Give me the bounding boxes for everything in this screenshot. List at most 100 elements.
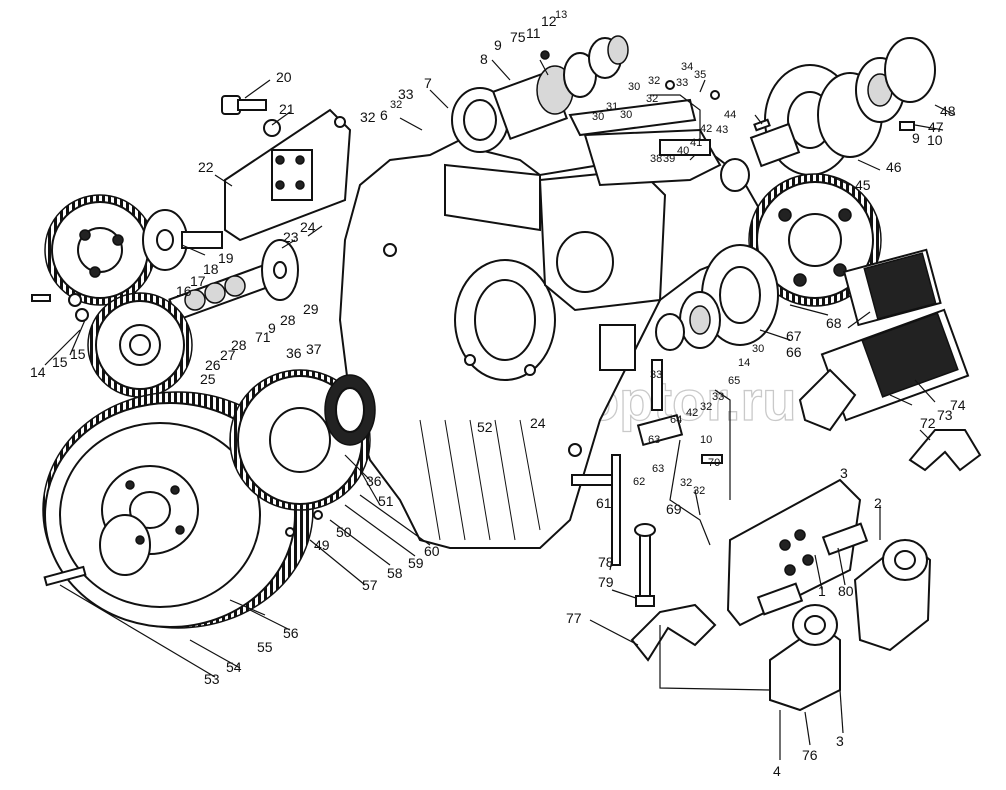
control-linkage — [571, 359, 723, 566]
input-bearing-stack — [451, 35, 629, 153]
callout-15b: 15 — [70, 346, 86, 362]
callout-27: 27 — [220, 347, 236, 363]
callout-64: 64 — [670, 414, 682, 426]
leader-lines — [44, 59, 956, 760]
callout-23: 23 — [283, 229, 299, 245]
main-housing — [338, 128, 762, 549]
callout-66: 66 — [786, 344, 802, 360]
bracket-plate — [224, 108, 352, 242]
callout-2: 2 — [874, 495, 882, 511]
callout-49: 49 — [314, 537, 330, 553]
callout-17: 17 — [190, 273, 206, 289]
callout-54: 54 — [226, 659, 242, 675]
shaft-with-bearings — [168, 239, 299, 322]
callout-25: 25 — [200, 371, 216, 387]
callout-28a: 28 — [280, 312, 296, 328]
callout-67: 67 — [786, 328, 802, 344]
callout-73: 73 — [937, 407, 953, 423]
callout-56: 56 — [283, 625, 299, 641]
callout-7: 7 — [424, 75, 432, 91]
callout-28b: 28 — [231, 337, 247, 353]
callout-65: 65 — [728, 375, 740, 387]
callout-36a: 36 — [286, 345, 302, 361]
callout-59: 59 — [408, 555, 424, 571]
callout-32g: 32 — [693, 485, 705, 497]
callout-9b: 9 — [494, 37, 502, 53]
callout-32c: 32 — [648, 75, 660, 87]
bolts-left — [31, 293, 89, 322]
callout-34: 34 — [681, 61, 693, 73]
callout-11: 11 — [526, 25, 541, 41]
callout-30c: 30 — [620, 109, 632, 121]
callout-30a: 30 — [628, 81, 640, 93]
callout-30b: 30 — [592, 111, 604, 123]
callout-33a: 33 — [398, 86, 414, 102]
callout-19: 19 — [218, 250, 234, 266]
bolt-and-washer — [221, 95, 281, 137]
callout-9a: 9 — [268, 320, 276, 336]
callout-24: 24 — [300, 219, 316, 235]
callout-76: 76 — [802, 747, 818, 763]
callout-70: 70 — [708, 457, 720, 469]
callout-37: 37 — [306, 341, 322, 357]
callout-12: 12 — [541, 13, 557, 29]
callout-80: 80 — [838, 583, 854, 599]
callout-22: 22 — [198, 159, 214, 175]
callout-32a: 32 — [390, 99, 402, 111]
callout-3-top: 3 — [840, 465, 848, 481]
callout-45: 45 — [855, 177, 871, 193]
callout-32b: 32 — [360, 109, 376, 125]
clamp-upper — [908, 429, 982, 472]
callout-78: 78 — [598, 554, 614, 570]
callout-8: 8 — [480, 51, 488, 67]
callout-72a: 72 — [920, 415, 936, 431]
clamp-lower — [630, 603, 717, 662]
callout-14b: 14 — [738, 357, 750, 369]
callout-4: 4 — [773, 763, 781, 779]
callout-47: 47 — [928, 119, 944, 135]
hub-shaft — [142, 209, 223, 271]
callout-16: 16 — [176, 283, 192, 299]
callout-29: 29 — [303, 301, 319, 317]
callout-41: 41 — [690, 137, 702, 149]
callout-10b: 10 — [700, 434, 712, 446]
callout-52: 52 — [477, 419, 493, 435]
callout-3: 3 — [836, 733, 844, 749]
callout-43: 43 — [716, 124, 728, 136]
callout-57: 57 — [362, 577, 378, 593]
callout-21: 21 — [279, 101, 295, 117]
long-bolt — [634, 523, 656, 607]
engine-mount-bracket — [726, 478, 932, 712]
callout-61: 61 — [596, 495, 612, 511]
callout-36b: 36 — [366, 473, 382, 489]
callout-63a: 63 — [648, 434, 660, 446]
callout-33c: 33 — [650, 369, 662, 381]
callout-32d: 32 — [646, 93, 658, 105]
callout-77: 77 — [566, 610, 582, 626]
callout-32f: 32 — [680, 477, 692, 489]
callout-9c: 9 — [912, 130, 920, 146]
callout-33b: 33 — [676, 77, 688, 89]
callout-42b: 42 — [686, 407, 698, 419]
callout-68: 68 — [826, 315, 842, 331]
clutch-assembly — [229, 369, 376, 537]
callout-26: 26 — [205, 357, 221, 373]
callout-48: 48 — [940, 103, 956, 119]
callout-1: 1 — [818, 583, 826, 599]
timing-gear-upper — [44, 194, 156, 306]
callout-79: 79 — [598, 574, 614, 590]
callout-31: 31 — [606, 101, 618, 113]
callout-50: 50 — [336, 524, 352, 540]
callout-35: 35 — [694, 69, 706, 81]
callout-14a: 14 — [30, 364, 46, 380]
callout-10a: 10 — [927, 132, 943, 148]
output-flange-stack — [720, 37, 936, 192]
callout-63b: 63 — [652, 463, 664, 475]
callout-69: 69 — [666, 501, 682, 517]
callout-24b: 24 — [530, 415, 546, 431]
timing-gear-lower — [87, 292, 193, 398]
callout-32e: 32 — [700, 401, 712, 413]
callout-6: 6 — [380, 107, 388, 123]
callout-60: 60 — [424, 543, 440, 559]
